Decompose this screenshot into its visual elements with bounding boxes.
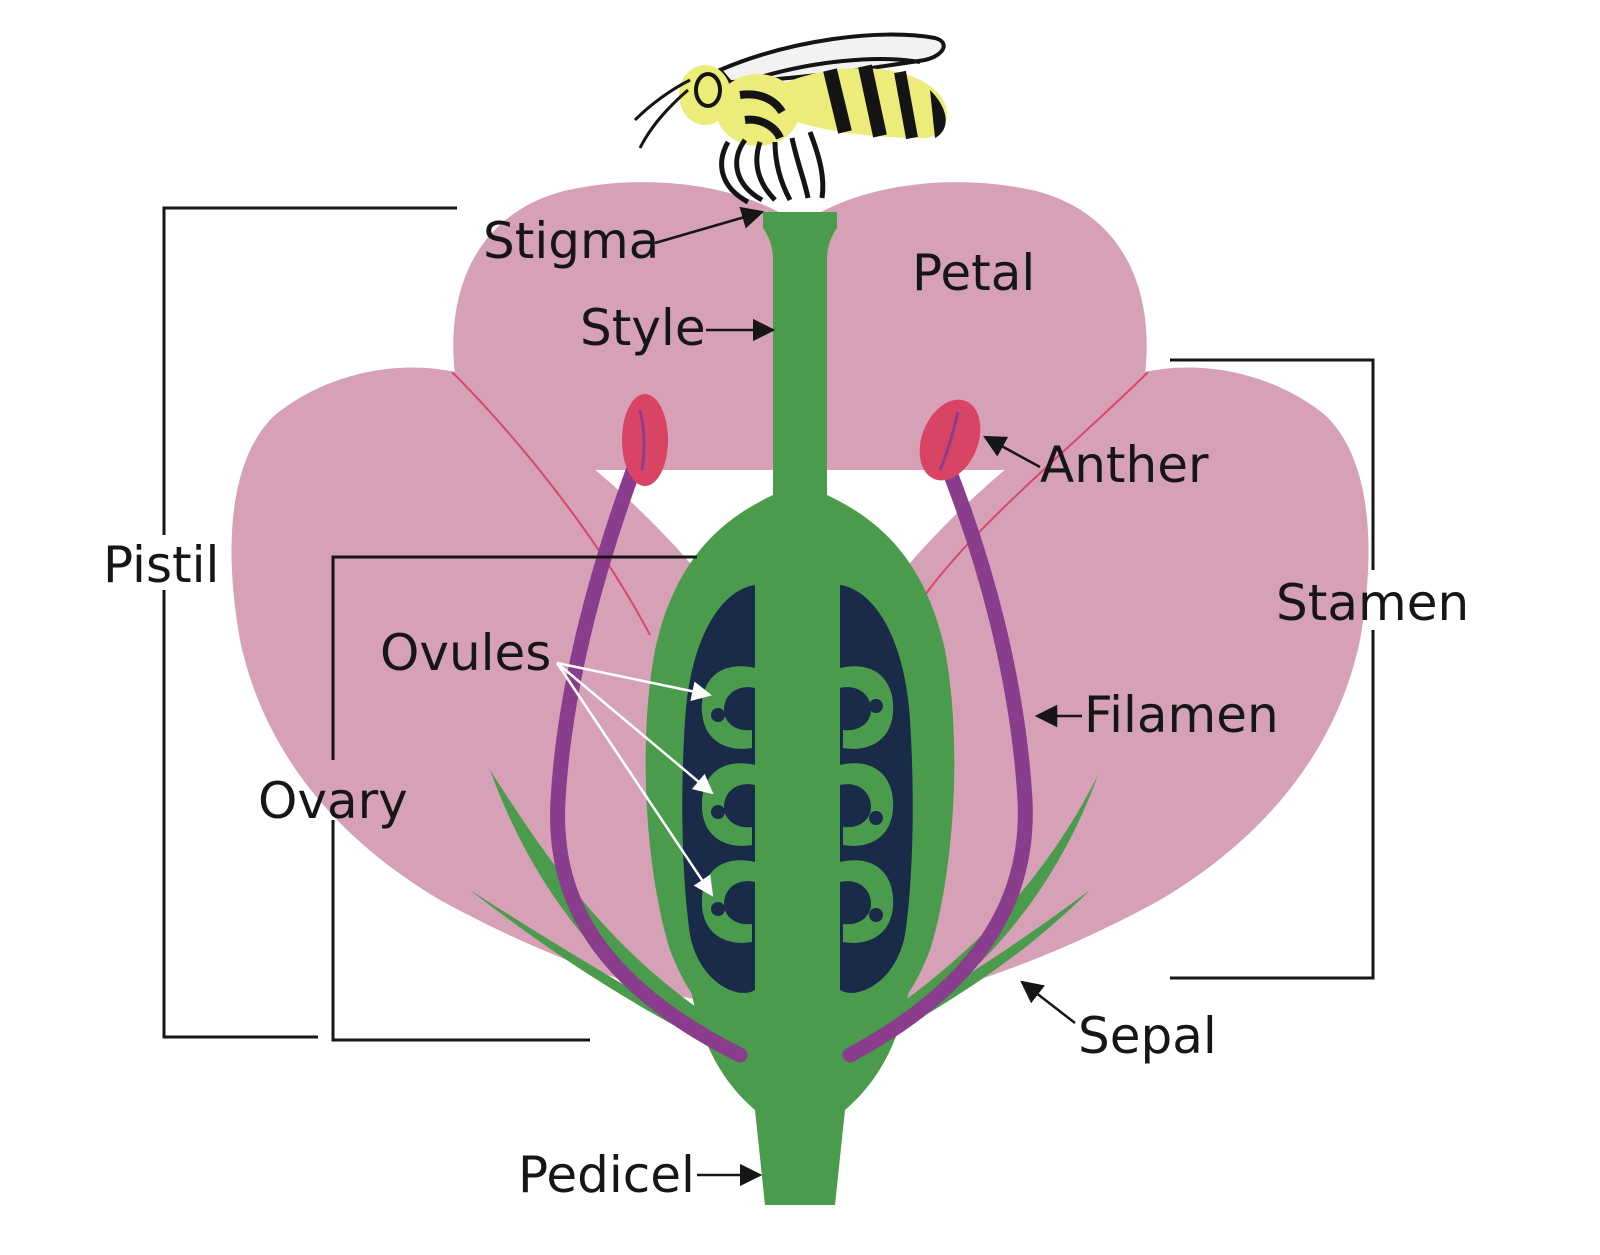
bee-antenna bbox=[638, 88, 689, 149]
pistil-bracket-upper bbox=[162, 206, 457, 535]
anther-left-groove bbox=[638, 409, 646, 471]
sepal-pointer bbox=[1020, 980, 1076, 1024]
anther-pointer bbox=[983, 435, 1041, 469]
petals bbox=[231, 182, 1369, 1000]
bee-stinger bbox=[930, 90, 946, 138]
label-petal: Petal bbox=[912, 244, 1035, 302]
bee-wing-front bbox=[744, 57, 921, 84]
label-stigma: Stigma bbox=[483, 212, 659, 270]
ovule-pointers bbox=[555, 661, 714, 897]
label-style: Style bbox=[580, 299, 706, 357]
bee-leg bbox=[807, 131, 826, 199]
label-stamen: Stamen bbox=[1276, 574, 1469, 632]
bee-leg bbox=[719, 140, 750, 205]
ovule-nucleus bbox=[711, 902, 725, 916]
ovule bbox=[840, 763, 894, 846]
label-ovules: Ovules bbox=[380, 624, 551, 682]
label-ovary: Ovary bbox=[258, 772, 408, 830]
pistil-bracket-lower bbox=[162, 590, 318, 1039]
ovule-nucleus bbox=[869, 699, 883, 713]
receptacle bbox=[690, 985, 910, 1205]
filament-left bbox=[550, 452, 748, 1063]
ovules-left bbox=[701, 666, 755, 943]
ovary-bracket-lower bbox=[331, 820, 590, 1042]
bee-leg bbox=[734, 138, 764, 203]
ovules-right bbox=[840, 666, 894, 943]
ovule-pointer bbox=[555, 662, 714, 897]
petal-left bbox=[231, 367, 720, 1000]
ovule-nucleus bbox=[711, 708, 725, 722]
brackets bbox=[162, 206, 1375, 1042]
ovule bbox=[840, 860, 894, 943]
filament-right bbox=[842, 452, 1033, 1063]
label-pedicel: Pedicel bbox=[518, 1146, 695, 1204]
petal-vein-left bbox=[451, 371, 651, 636]
label-anther: Anther bbox=[1040, 436, 1209, 494]
bee-leg bbox=[772, 141, 793, 202]
label-filamen: Filamen bbox=[1084, 686, 1279, 744]
bee-stripe bbox=[894, 70, 918, 140]
bee-thorax-mark bbox=[744, 115, 784, 140]
stigma-pointer bbox=[654, 206, 765, 245]
petal-vein-right bbox=[924, 371, 1149, 596]
label-pistil: Pistil bbox=[103, 536, 219, 594]
bee-stripe bbox=[823, 68, 852, 134]
ovule-nucleus bbox=[869, 908, 883, 922]
anther-right-groove bbox=[938, 411, 960, 471]
bee-wing-back bbox=[716, 32, 946, 85]
ovule-pointer bbox=[556, 662, 714, 795]
ovule bbox=[701, 666, 755, 749]
stamen-bracket-lower bbox=[1170, 630, 1375, 980]
labels: Stigma Petal Style Anther Pistil Stamen … bbox=[103, 212, 1469, 1204]
ovule-pointer bbox=[556, 661, 712, 702]
stamen-bracket-upper bbox=[1170, 358, 1375, 570]
bee-antenna bbox=[633, 78, 691, 122]
bee-leg bbox=[789, 137, 811, 199]
ovule bbox=[701, 763, 755, 846]
petal-right bbox=[880, 367, 1369, 1000]
label-sepal: Sepal bbox=[1078, 1007, 1217, 1065]
bee-thorax-mark bbox=[739, 90, 786, 115]
bee-eye bbox=[694, 72, 722, 108]
bee-leg bbox=[754, 141, 777, 202]
ovary-bracket-upper bbox=[331, 555, 697, 760]
bee-icon bbox=[633, 32, 948, 205]
leader-lines bbox=[654, 206, 1082, 1187]
bee-stripe bbox=[858, 64, 887, 138]
ovule bbox=[840, 666, 894, 749]
ovule bbox=[701, 860, 755, 943]
ovule-nucleus bbox=[711, 805, 725, 819]
stamens bbox=[550, 394, 1033, 1063]
bee-thorax bbox=[716, 74, 800, 146]
ovule-nucleus bbox=[869, 811, 883, 825]
